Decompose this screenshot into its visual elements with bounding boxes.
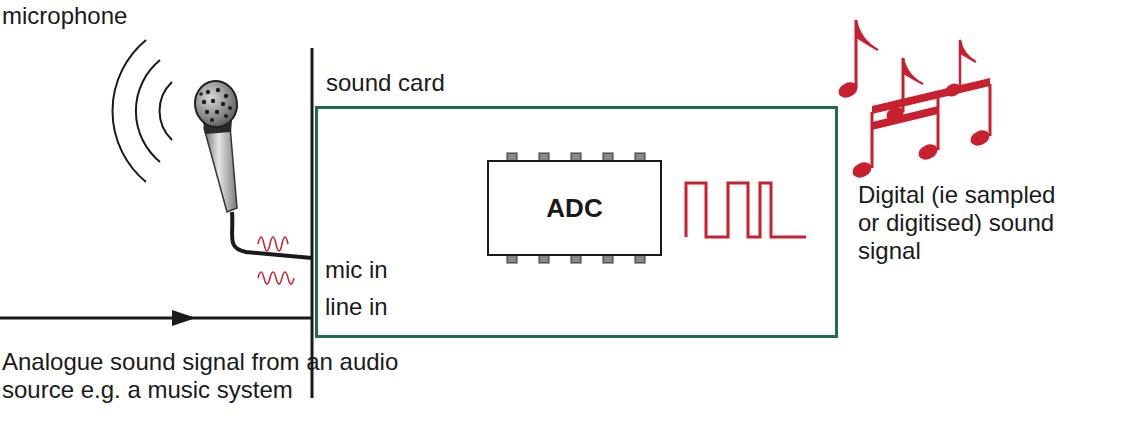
card-bracket <box>311 48 314 398</box>
mic-handle <box>204 126 237 212</box>
arrowhead <box>172 310 196 326</box>
analogue-wave <box>258 237 288 251</box>
sound-arc <box>160 82 172 140</box>
sound-arc <box>136 60 160 162</box>
mic-cable <box>232 212 312 258</box>
sound-card-panel: sound cardADC <box>315 106 838 338</box>
chip-label: ADC <box>546 194 602 222</box>
square-wave <box>686 183 806 237</box>
line-in-wire <box>0 317 312 320</box>
sound-waves <box>113 40 172 182</box>
signal-note: Analogue sound signal from an audio sour… <box>2 348 422 404</box>
port-name: line in <box>325 293 445 321</box>
adc-chip: ADC <box>487 160 662 256</box>
analogue-wave <box>258 272 294 284</box>
card-title: sound card <box>326 69 445 97</box>
signal-note: Digital (ie sampled or digitised) sound … <box>858 181 1073 265</box>
port-name: mic in <box>325 256 445 284</box>
part-name: microphone <box>2 2 202 30</box>
music-notes <box>836 20 992 181</box>
sound-arc <box>113 40 146 182</box>
mic-grille <box>199 88 232 122</box>
mic-head <box>192 78 240 129</box>
